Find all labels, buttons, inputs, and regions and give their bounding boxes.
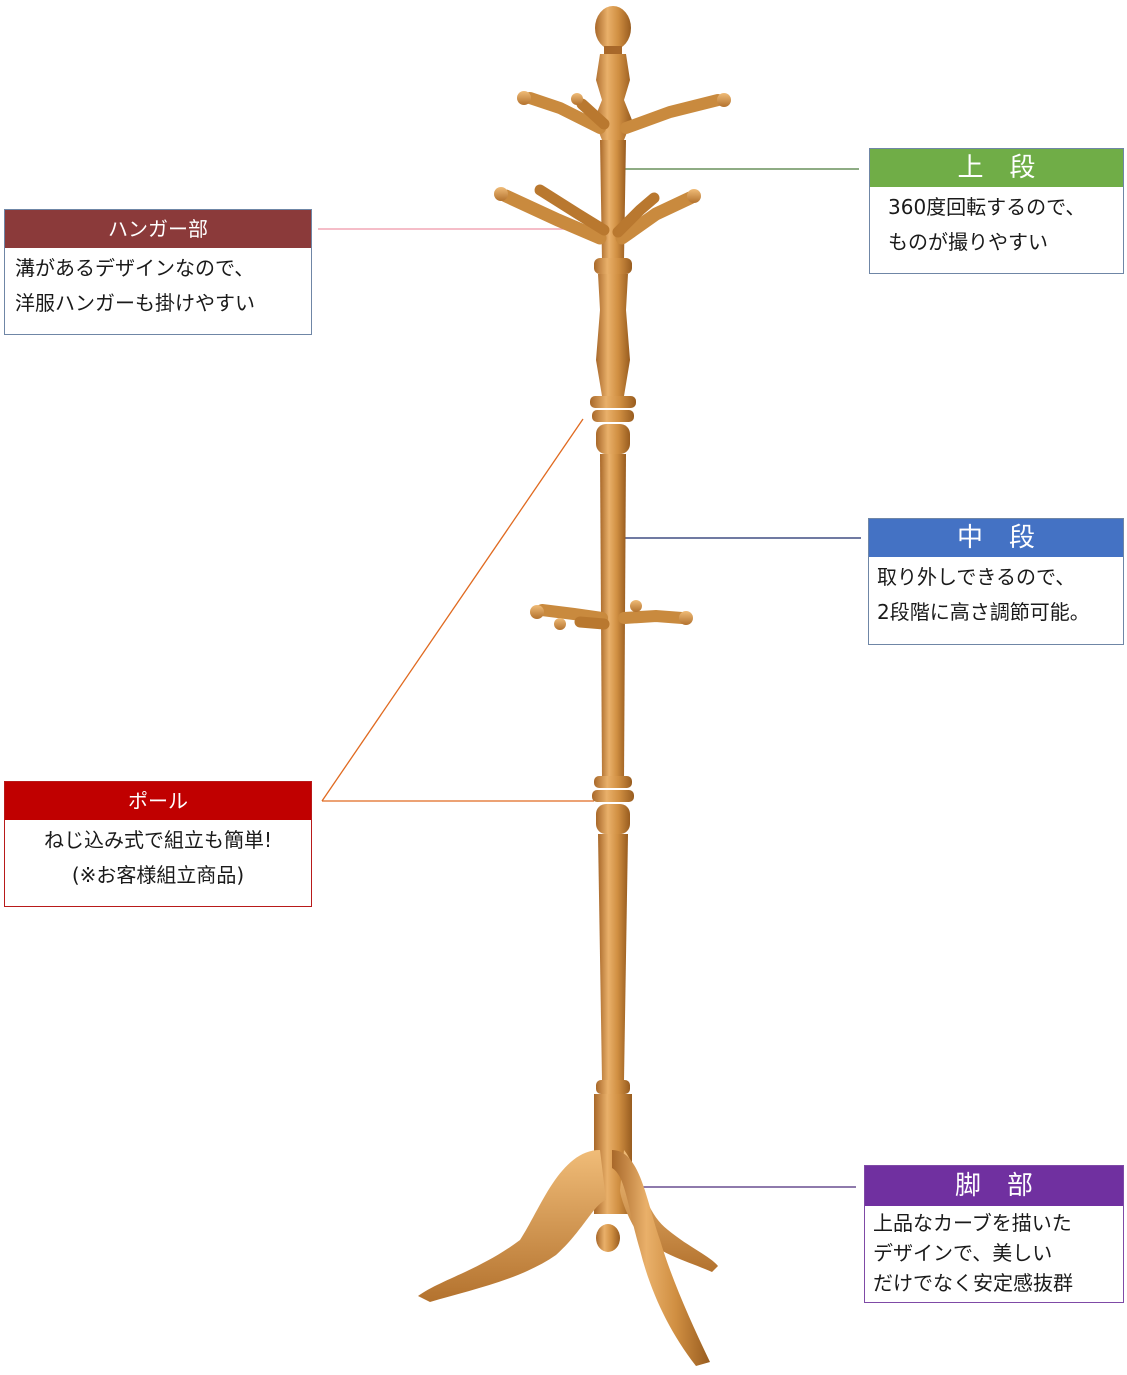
- top-tier-callout-line-1: 360度回転するので、: [888, 195, 1086, 219]
- pole-callout-line-1: ねじ込み式で組立も簡単!: [43, 828, 273, 852]
- legs-callout-line-2: デザインで、美しい: [873, 1241, 1053, 1265]
- pole-leader-line-upper: [321, 418, 584, 802]
- legs-callout-line-1: 上品なカーブを描いた: [873, 1211, 1072, 1235]
- hanger-callout-title: ハンガー部: [5, 210, 311, 248]
- pole-callout-title: ポール: [5, 782, 311, 820]
- hanger-callout-line-2: 洋服ハンガーも掛けやすい: [15, 291, 255, 315]
- pole-callout-line-2: (※お客様組立商品): [71, 863, 245, 887]
- top-tier-callout-title: 上段: [870, 149, 1123, 187]
- legs-callout-title: 脚部: [865, 1166, 1123, 1206]
- middle-tier-callout: 中段 取り外しできるので、 2段階に高さ調節可能。: [868, 518, 1124, 645]
- middle-tier-callout-title: 中段: [869, 519, 1123, 557]
- middle-tier-callout-line-2: 2段階に高さ調節可能。: [877, 600, 1090, 624]
- upper-hooks: [517, 91, 731, 134]
- middle-tier-callout-body: 取り外しできるので、 2段階に高さ調節可能。: [869, 557, 1123, 630]
- middle-tier-callout-line-1: 取り外しできるので、: [877, 565, 1076, 589]
- hanger-callout: ハンガー部 溝があるデザインなので、 洋服ハンガーも掛けやすい: [4, 209, 312, 335]
- top-tier-callout-body: 360度回転するので、 ものが撮りやすい: [870, 187, 1123, 260]
- finial-ball: [595, 6, 631, 50]
- legs-callout-line-3: だけでなく安定感抜群: [873, 1271, 1073, 1295]
- pole-callout-body: ねじ込み式で組立も簡単! (※お客様組立商品): [5, 820, 311, 893]
- coat-rack: [418, 6, 731, 1366]
- hanger-callout-line-1: 溝があるデザインなので、: [15, 256, 255, 280]
- middle-hooks: [530, 600, 693, 630]
- top-tier-callout-line-2: ものが撮りやすい: [888, 230, 1048, 254]
- hanger-hooks: [494, 184, 701, 245]
- legs-callout: 脚部 上品なカーブを描いた デザインで、美しい だけでなく安定感抜群: [864, 1165, 1124, 1303]
- hanger-callout-body: 溝があるデザインなので、 洋服ハンガーも掛けやすい: [5, 248, 311, 321]
- tripod-legs: [418, 1150, 718, 1366]
- pole-callout: ポール ねじ込み式で組立も簡単! (※お客様組立商品): [4, 781, 312, 907]
- top-tier-callout: 上段 360度回転するので、 ものが撮りやすい: [869, 148, 1124, 274]
- legs-callout-body: 上品なカーブを描いた デザインで、美しい だけでなく安定感抜群: [865, 1206, 1123, 1298]
